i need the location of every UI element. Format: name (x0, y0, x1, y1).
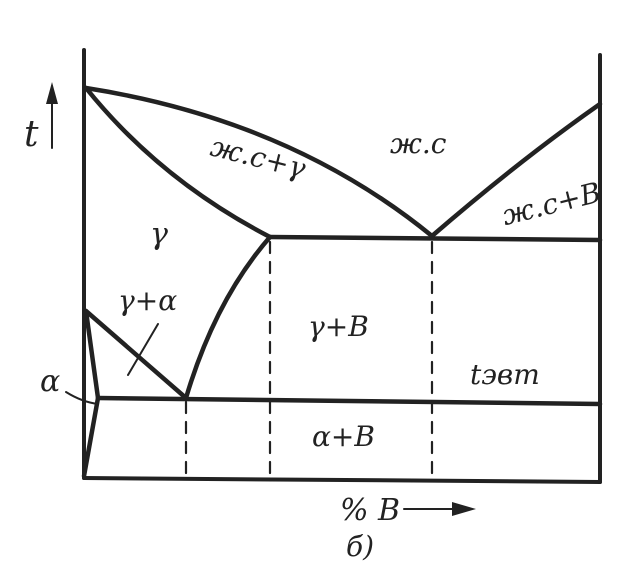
region-liquid-b: ж.с+B (499, 176, 604, 232)
region-liquid: ж.с (390, 127, 447, 160)
region-alpha-b: α+B (312, 420, 375, 453)
region-liquid-gamma: ж.с+γ (207, 130, 309, 185)
temperature-label: tэвт (470, 358, 540, 391)
t-axis-arrow-head (46, 82, 58, 104)
gamma-alpha-boundary (83, 308, 189, 401)
region-gamma: γ (150, 217, 168, 252)
liquidus-right-curve (429, 101, 603, 239)
liquidus-left-curve (83, 85, 435, 239)
eutectoid-line (95, 395, 603, 407)
gamma-solidus-curve (83, 85, 273, 240)
region-alpha: α (40, 364, 60, 399)
region-gamma-alpha: γ+α (118, 284, 177, 317)
x-axis-label: % B (340, 493, 400, 528)
gamma-alpha-pointer (127, 323, 159, 376)
alpha-pointer (65, 391, 99, 405)
b-axis-arrow-head (452, 502, 476, 516)
y-axis-label: t (24, 114, 39, 155)
region-gamma-b: γ+B (308, 310, 369, 343)
bottom-axis (82, 476, 602, 484)
alpha-lens-curve (81, 308, 101, 479)
gamma-solvus-curve (183, 234, 273, 401)
figure-caption: б) (346, 530, 374, 563)
eutectic-line (267, 234, 603, 243)
